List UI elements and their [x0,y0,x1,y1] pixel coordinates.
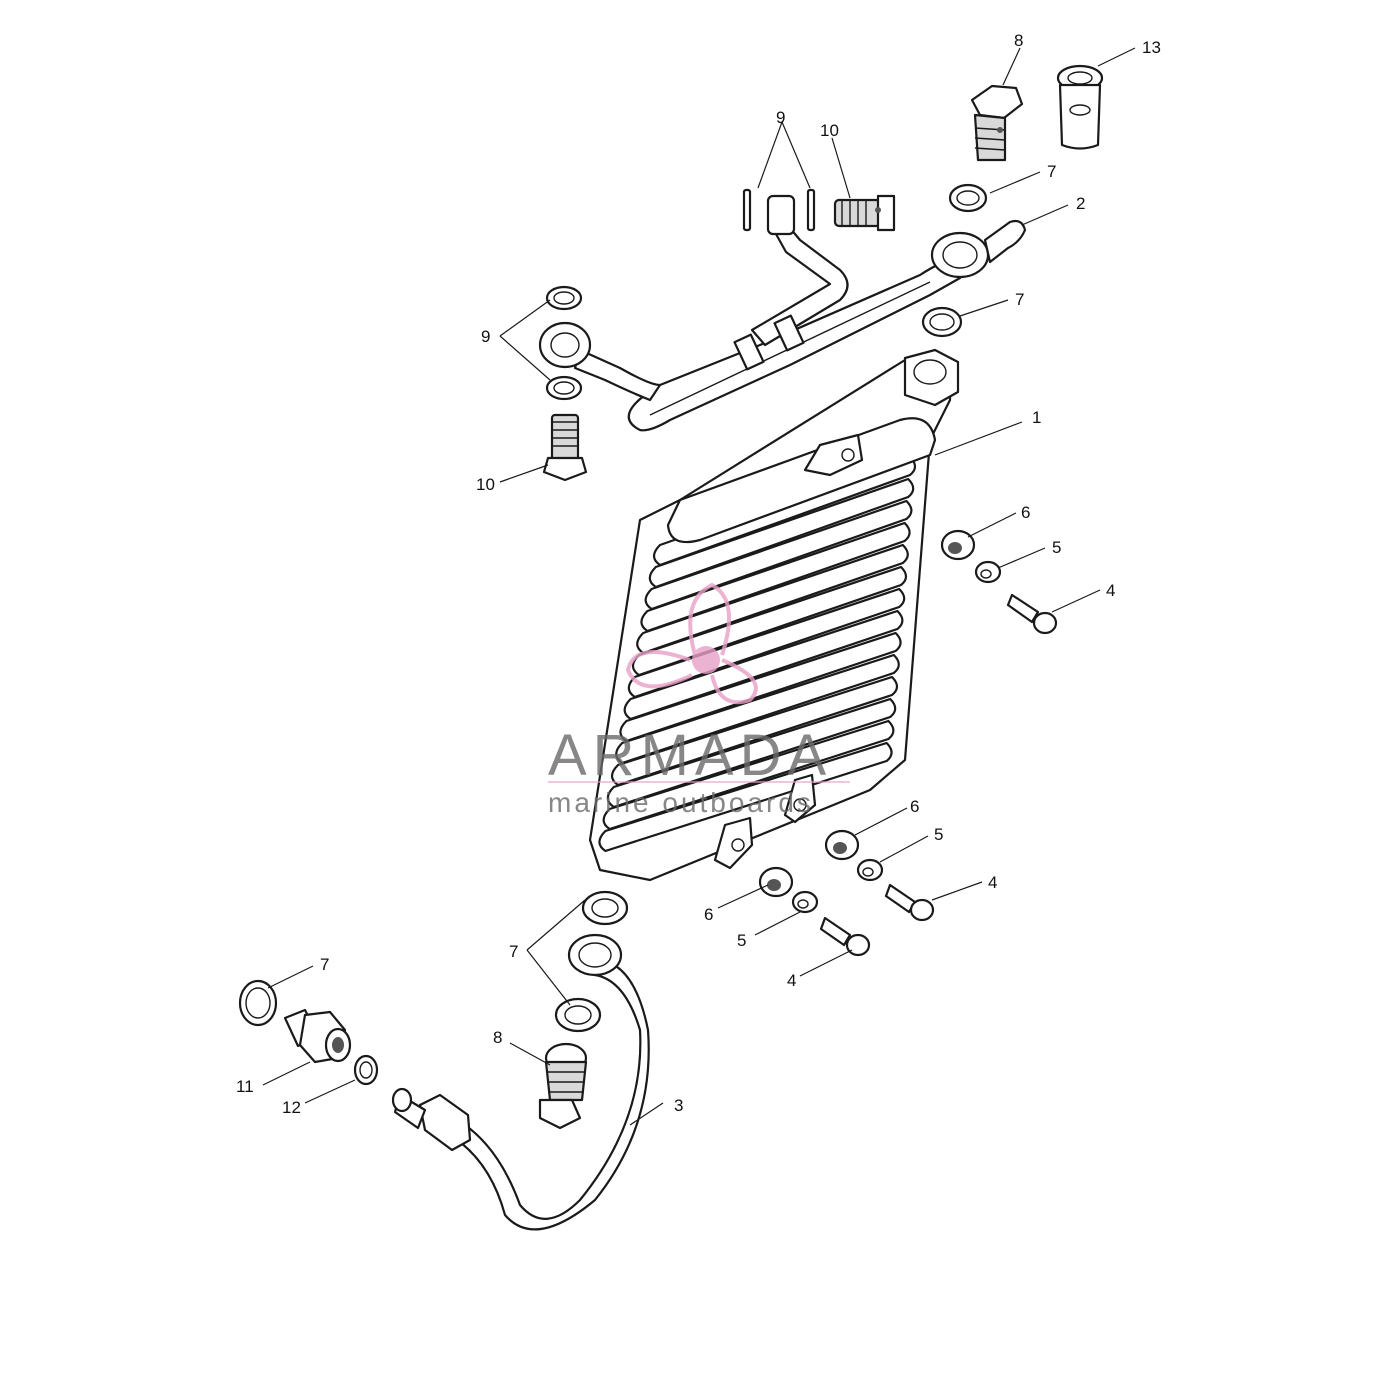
cooler-fin [615,653,900,765]
lower-oil-pipe [391,933,650,1231]
banjo-fitting-9-top [742,188,816,236]
callout-8: 8 [1014,31,1023,50]
callout-12: 12 [282,1098,301,1117]
banjo-bolt-13 [1056,64,1104,150]
callout-7: 7 [509,942,518,961]
leader-lines [262,47,1136,1126]
bolt-4-lower [819,916,871,957]
cooler-fin [602,719,895,831]
oil-cooler [588,348,960,882]
flower-logo-icon [625,582,758,705]
adapter-11 [283,1008,352,1064]
callout-3: 3 [674,1096,683,1115]
callout-2: 2 [1076,194,1085,213]
callout-5: 5 [1052,538,1061,557]
grommet-6-lower [758,866,794,898]
cooler-fin [636,543,909,655]
callout-5: 5 [737,931,746,950]
collar-5-upper [974,560,1002,584]
cooler-fin [598,741,893,853]
callout-6: 6 [910,797,919,816]
callout-1: 1 [1032,408,1041,427]
callout-4: 4 [988,873,997,892]
callout-7: 7 [320,955,329,974]
cooler-fin [640,521,911,633]
callout-10: 10 [820,121,839,140]
callout-9: 9 [776,108,785,127]
callout-10: 10 [476,475,495,494]
bolt-4-upper [1006,593,1058,635]
banjo-bolt-10-left [542,413,588,482]
cooler-fin [644,499,913,611]
callout-5: 5 [934,825,943,844]
cooler-fin [619,631,902,743]
upper-oil-pipe [538,219,1027,432]
cooler-fin [606,697,897,809]
callout-13: 13 [1142,38,1161,57]
banjo-bolt-8-lower [538,1042,588,1130]
collar-5-lower [791,890,819,914]
washers-7-top [921,183,988,338]
callout-7: 7 [1047,162,1056,181]
washers-7-lower [554,890,629,1033]
cooler-fin [610,675,899,787]
grommet-6-upper [940,529,976,561]
callout-6: 6 [704,905,713,924]
watermark-brand: ARMADA [548,723,832,788]
callout-6: 6 [1021,503,1030,522]
washer-12 [353,1054,379,1086]
callout-7: 7 [1015,290,1024,309]
callout-9: 9 [481,327,490,346]
callout-11: 11 [236,1077,254,1096]
watermark-tagline: marine outboards [548,787,814,818]
callout-labels: 1 2 3 4 4 4 5 5 5 6 6 6 7 7 7 7 8 8 9 9 … [236,31,1161,1117]
callout-8: 8 [493,1028,502,1047]
bolt-4-mid [884,883,935,922]
collar-5-mid [856,858,884,882]
washer-7-left [238,979,278,1027]
callout-4: 4 [787,971,796,990]
banjo-bolt-10-top [833,194,896,232]
washers-9-left [545,285,583,401]
banjo-bolt-8-top [970,84,1024,162]
cooler-fin [623,609,904,721]
callout-4: 4 [1106,581,1115,600]
cooler-fin [648,477,915,589]
grommet-6-mid [824,829,860,861]
watermark: ARMADA marine outboards [548,582,850,818]
